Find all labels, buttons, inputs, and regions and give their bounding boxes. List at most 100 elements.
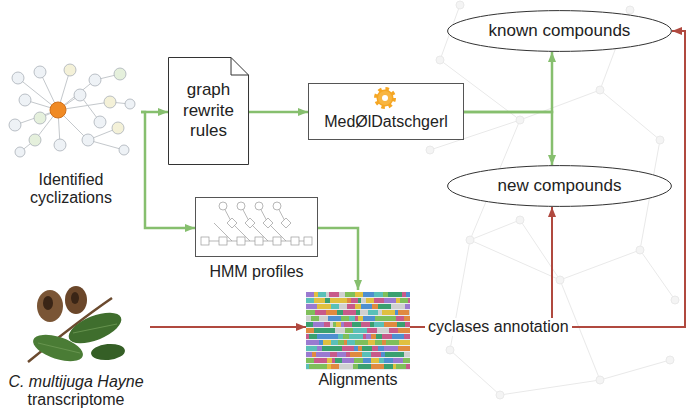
alignment-cell (393, 358, 403, 363)
alignment-cell (358, 346, 362, 351)
alignment-cell (306, 292, 314, 297)
alignment-cell (406, 364, 410, 369)
alignment-image (306, 292, 410, 370)
alignment-cell (327, 334, 338, 339)
alignment-cell (378, 304, 391, 309)
alignment-cell (321, 310, 326, 315)
alignment-cell (339, 304, 347, 309)
alignment-cell (306, 352, 312, 357)
alignment-cell (392, 352, 404, 357)
ellipse-border (448, 166, 672, 207)
alignment-cell (317, 304, 331, 309)
alignment-cell (358, 298, 361, 303)
flow-arrow (410, 31, 685, 327)
alignment-cell (314, 292, 318, 297)
alignment-cell (349, 334, 363, 339)
alignment-cell (323, 340, 331, 345)
alignment-cell (382, 334, 392, 339)
flow-arrow (318, 228, 358, 290)
alignment-cell (353, 328, 367, 333)
alignment-cell (318, 292, 326, 297)
alignment-cell (362, 346, 372, 351)
alignment-cell (378, 310, 382, 315)
alignment-cell (312, 352, 316, 357)
alignment-cell (363, 334, 366, 339)
flow-arrow (410, 207, 552, 327)
alignment-cell (336, 322, 341, 327)
alignment-cell (306, 340, 319, 345)
alignment-cell (398, 310, 409, 315)
alignment-cell (343, 310, 346, 315)
alignment-cell (363, 358, 371, 363)
alignment-cell (351, 298, 358, 303)
alignment-cell (330, 322, 333, 327)
alignment-cell (327, 358, 332, 363)
alignment-cell (355, 340, 368, 345)
alignment-cell (350, 352, 362, 357)
alignment-cell (344, 340, 347, 345)
alignment-cell (331, 364, 339, 369)
document-fold (231, 58, 249, 76)
alignment-cell (404, 352, 410, 357)
alignment-cell (358, 316, 363, 321)
alignment-cell (306, 298, 314, 303)
alignment-cell (396, 316, 404, 321)
node-label: HMM profiles (209, 263, 303, 282)
alignment-cell (396, 364, 406, 369)
alignment-cell (306, 304, 317, 309)
alignment-cell (385, 352, 392, 357)
result-ellipse: known compounds (447, 10, 672, 52)
alignment-cell (398, 346, 410, 351)
alignment-cell (366, 334, 371, 339)
alignment-cell (402, 292, 406, 297)
alignment-cell (360, 310, 368, 315)
alignment-cell (367, 328, 377, 333)
alignment-cell (378, 346, 384, 351)
alignment-cell (324, 322, 330, 327)
alignment-cell (400, 298, 408, 303)
alignment-cell (317, 346, 322, 351)
alignment-cell (403, 358, 410, 363)
result-ellipse: new compounds (447, 165, 672, 207)
alignment-cell (382, 340, 386, 345)
node-label: C. multijuga Hayne (8, 373, 143, 392)
alignment-cell (395, 310, 398, 315)
alignment-node: Alignments (306, 290, 410, 390)
alignment-cell (407, 316, 410, 321)
alignment-cell (316, 316, 319, 321)
alignment-cell (371, 364, 384, 369)
alignment-cell (343, 334, 349, 339)
alignment-cell (396, 298, 400, 303)
flow-arrow (249, 111, 308, 114)
document-shape: graph rewrite rules (168, 57, 249, 165)
alignment-cell (405, 322, 410, 327)
alignment-cell (317, 364, 327, 369)
alignment-cell (368, 310, 378, 315)
alignment-cell (362, 352, 371, 357)
alignment-cell (317, 334, 327, 339)
profile-frame (195, 197, 318, 257)
alignment-cell (404, 334, 410, 339)
document-border (169, 58, 249, 165)
node-label: Alignments (318, 371, 397, 390)
alignment-cell (345, 292, 355, 297)
alignment-cell (329, 292, 339, 297)
flow-arrow (464, 112, 552, 165)
flow-arrow (464, 52, 552, 112)
alignment-cell (342, 346, 354, 351)
alignment-cell (363, 316, 375, 321)
alignment-cell (386, 340, 399, 345)
node-label: MedØlDatschgerl (324, 113, 448, 132)
alignment-cell (319, 340, 323, 345)
alignment-cell (345, 328, 353, 333)
alignment-cell (338, 298, 347, 303)
node-label: new compounds (498, 176, 622, 196)
alignment-cell (335, 358, 342, 363)
alignment-cell (331, 304, 339, 309)
alignment-cell (335, 328, 345, 333)
alignment-cell (330, 298, 338, 303)
alignment-cell (325, 298, 330, 303)
